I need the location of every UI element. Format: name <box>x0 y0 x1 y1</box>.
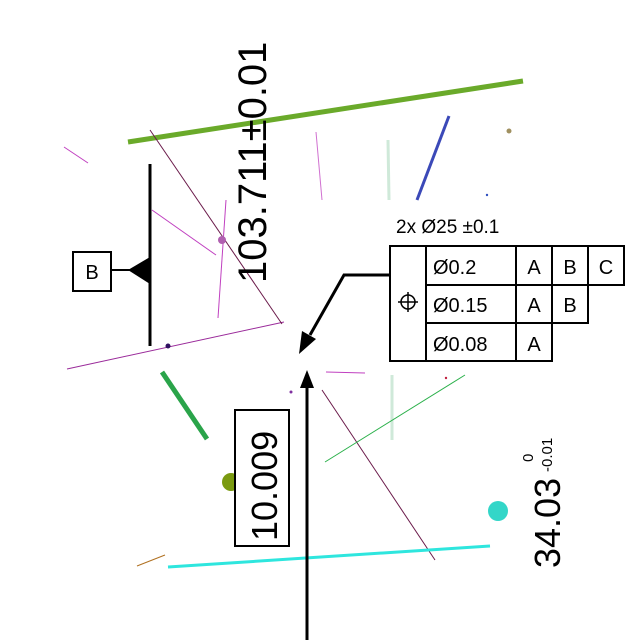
blue-stroke <box>415 115 451 201</box>
basic-dimension-box <box>234 409 290 547</box>
fcf-row3-datum1: A <box>527 334 541 356</box>
dark-diagonal-2 <box>321 389 436 561</box>
fcf-row2-datum2-cell <box>551 284 589 324</box>
datum-label: B <box>85 262 98 284</box>
magenta-short <box>325 371 366 374</box>
fcf-row1-tolerance: Ø0.2 <box>433 257 476 279</box>
fcf-leader-line <box>308 273 390 336</box>
position-symbol-icon <box>398 292 418 312</box>
vertical-arrowhead <box>300 370 314 388</box>
vertical-dimension-arrow <box>300 370 314 640</box>
feature-control-frame: 2x Ø25 ±0.1 Ø0.2 A B C Ø0.15 A B Ø0.08 A <box>389 217 625 362</box>
fcf-row1-datum3: C <box>599 257 613 279</box>
fcf-leader-arrowhead <box>299 331 316 354</box>
tiny-purple-dot <box>289 390 293 394</box>
toleranced-dimension-value: 34.03 <box>527 478 568 568</box>
fcf-row3-tolerance: Ø0.08 <box>433 334 487 356</box>
datum-symbol: B <box>72 164 152 346</box>
toleranced-dimension-upper: 0 <box>520 454 537 462</box>
fcf-row2-datum1: A <box>527 295 541 317</box>
small-dark-dot <box>165 343 171 349</box>
magenta-stroke-2 <box>315 131 323 201</box>
green-stroke-top <box>127 78 524 145</box>
datum-triangle <box>128 257 150 284</box>
fcf-row1-datum2: B <box>563 257 576 279</box>
basic-dimension: 10.009 <box>234 409 290 547</box>
purple-stroke-long <box>66 321 285 370</box>
magenta-dot <box>218 236 226 244</box>
toleranced-dimension: 34.03 0 -0.01 <box>520 438 568 568</box>
brown-short <box>136 554 166 567</box>
magenta-stroke-4 <box>151 209 217 256</box>
fcf-leader <box>299 273 390 354</box>
tiny-blue-dot <box>485 193 489 197</box>
dimension-vertical-main: 103.711±0.01 <box>231 42 275 283</box>
basic-dimension-text: 10.009 <box>244 431 285 541</box>
cyan-stroke <box>167 544 491 569</box>
green-thick-diagonal <box>159 370 210 441</box>
magenta-stroke-3 <box>217 199 227 319</box>
fcf-row3-datum1-cell <box>515 322 553 362</box>
fcf-row1-datum1: A <box>527 257 541 279</box>
taupe-dot <box>506 128 512 134</box>
fcf-row2-datum2: B <box>563 295 576 317</box>
fcf-row2-tolerance: Ø0.15 <box>433 295 487 317</box>
fcf-row2-datum1-cell <box>515 284 553 324</box>
toleranced-dimension-lower: -0.01 <box>539 438 556 472</box>
pale-green-stroke-1 <box>386 139 391 201</box>
cyan-dot <box>488 501 508 521</box>
background-strokes <box>63 78 524 569</box>
magenta-stroke-1 <box>63 146 89 164</box>
fcf-row1-datum3-cell <box>587 245 625 286</box>
dark-diagonal-1 <box>149 129 283 325</box>
green-thin-diagonal <box>324 374 466 463</box>
datum-label-box <box>72 251 112 292</box>
fcf-header: 2x Ø25 ±0.1 <box>396 217 499 238</box>
tiny-red-dot <box>444 376 448 380</box>
